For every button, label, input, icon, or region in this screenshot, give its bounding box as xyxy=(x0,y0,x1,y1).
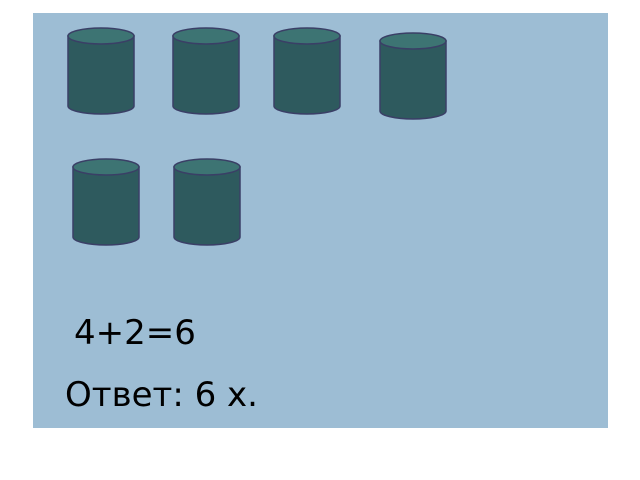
slide-panel xyxy=(33,13,608,428)
cylinder-shape xyxy=(72,158,140,248)
cylinder-shape xyxy=(67,27,135,117)
cylinder-shape xyxy=(172,27,240,117)
answer-text: Ответ: 6 х. xyxy=(65,375,258,415)
cylinder-shape xyxy=(273,27,341,117)
cylinder-shape xyxy=(173,158,241,248)
cylinder-shape xyxy=(379,32,447,122)
equation-text: 4+2=6 xyxy=(74,313,196,353)
